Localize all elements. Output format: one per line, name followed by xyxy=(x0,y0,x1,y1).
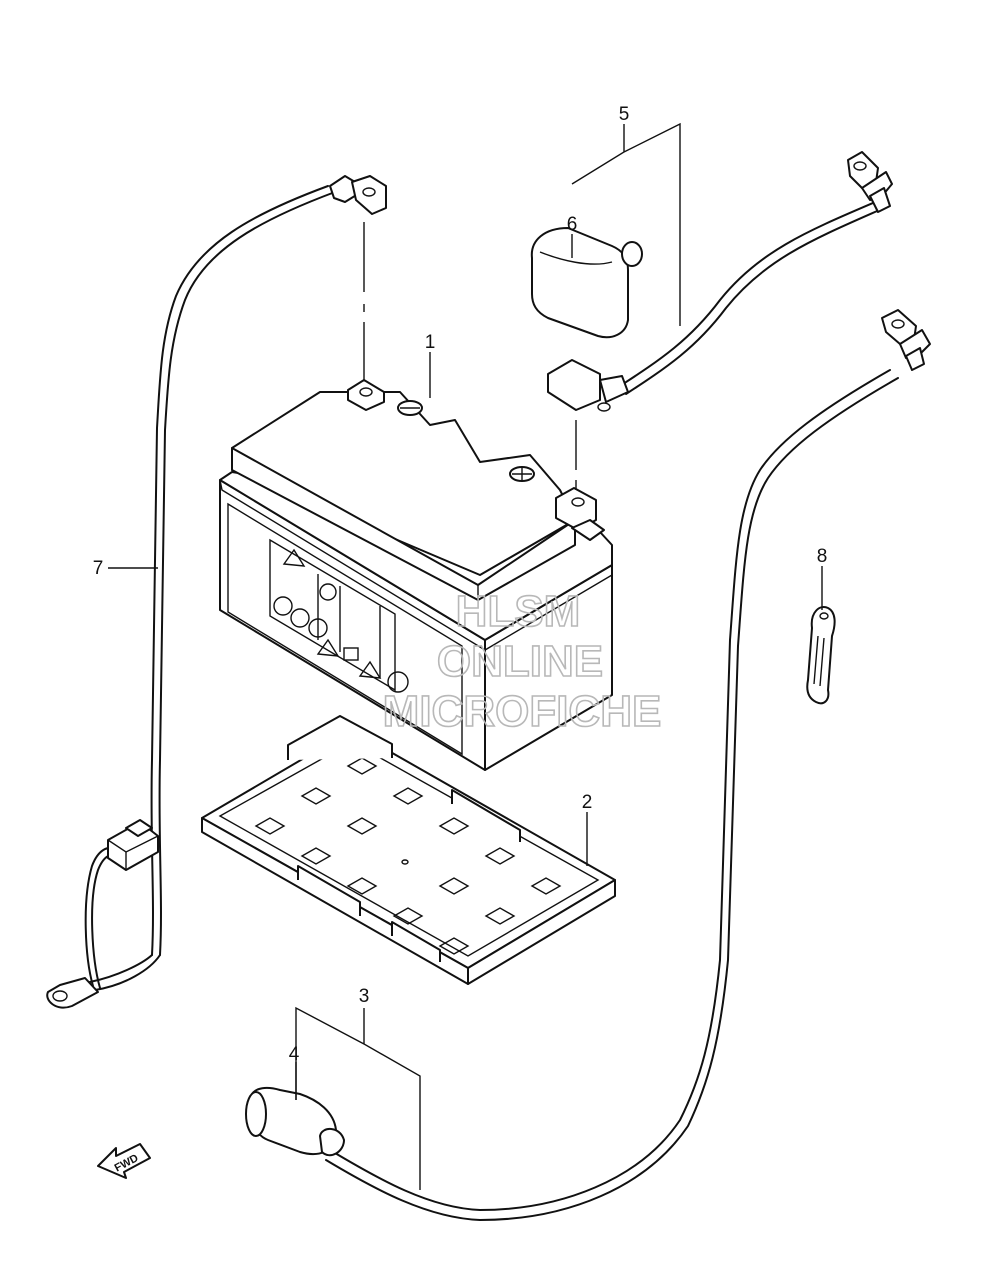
part-3-starter-cable xyxy=(325,309,931,1221)
callout-5: 5 xyxy=(619,104,630,125)
watermark: HLSM ONLINE MICROFICHE xyxy=(382,586,662,737)
callout-6: 6 xyxy=(567,214,578,235)
fwd-arrow-icon: FWD xyxy=(97,1143,151,1179)
ring-terminal xyxy=(46,977,99,1009)
top-terminal-lug xyxy=(329,175,387,215)
part-2-battery-tray xyxy=(201,715,616,985)
callout-2: 2 xyxy=(582,792,593,813)
callout-labels: 1 2 3 4 5 6 7 8 xyxy=(93,104,828,1065)
part-8-cable-clamp xyxy=(806,606,836,705)
callout-7: 7 xyxy=(93,558,104,579)
part-4-terminal-boot xyxy=(245,1086,345,1157)
watermark-line-3: MICROFICHE xyxy=(383,687,662,736)
callout-8: 8 xyxy=(817,546,828,567)
tray-slots xyxy=(254,757,562,955)
callout-leaders xyxy=(108,122,823,1190)
part-6-terminal-cap xyxy=(530,227,643,339)
callout-1: 1 xyxy=(425,332,436,353)
watermark-line-2: ONLINE xyxy=(437,637,603,686)
part-5-positive-cable xyxy=(547,151,893,490)
part-1-battery xyxy=(219,379,613,771)
callout-4: 4 xyxy=(289,1044,300,1065)
watermark-line-1: HLSM xyxy=(456,587,581,636)
callout-3: 3 xyxy=(359,986,370,1007)
part-7-negative-cable xyxy=(46,175,387,1009)
coupler-connector xyxy=(107,819,159,871)
